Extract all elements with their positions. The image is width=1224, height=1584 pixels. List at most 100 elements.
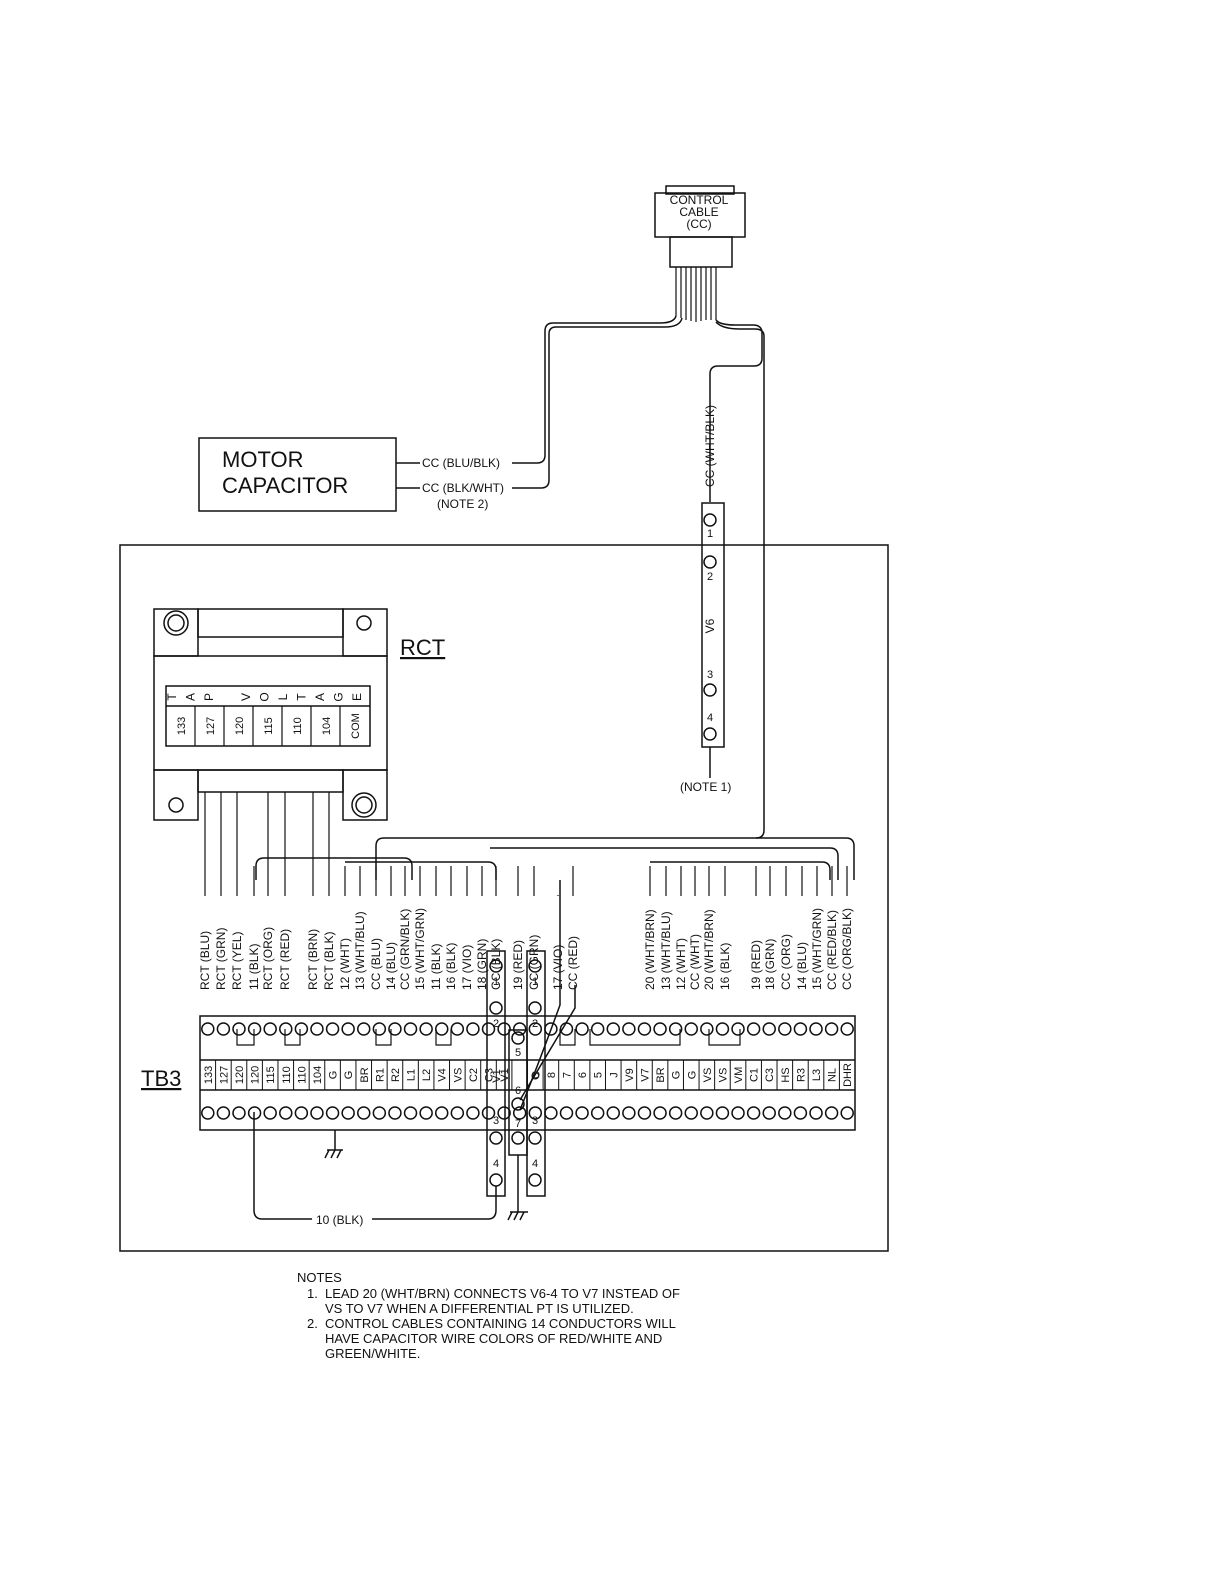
tb3-terminal-label: VS <box>452 1068 464 1083</box>
tb3-terminal-label: VM <box>733 1067 745 1084</box>
tb3-terminal-label: G <box>343 1071 355 1080</box>
wire-label: CC (BLU) <box>369 938 383 990</box>
rct-label: RCT <box>400 635 445 660</box>
v1-term-1: 1 <box>493 976 499 988</box>
wire-label: CC (ORG) <box>779 934 793 990</box>
wire-label: 18 (GRN) <box>763 939 777 990</box>
tb3-terminal-label: J <box>608 1072 620 1078</box>
rct-header-letter: T <box>165 693 179 701</box>
wire-label: 13 (WHT/BLU) <box>659 911 673 990</box>
tb3-terminal-label: NL <box>827 1068 839 1082</box>
wire-label: 12 (WHT) <box>674 938 688 990</box>
tb3-screw-top <box>840 1022 854 1036</box>
wire-label: CC (GRN) <box>527 935 541 990</box>
tb3-screw-top <box>700 1022 714 1036</box>
tb3-screw-bottom <box>310 1106 324 1120</box>
tb3-screw-bottom <box>544 1106 558 1120</box>
tb3-terminal-label: 5 <box>593 1072 605 1078</box>
tb3-label: TB3 <box>141 1066 181 1091</box>
tb3-screw-bottom <box>762 1106 776 1120</box>
tb3-screw-bottom <box>497 1106 511 1120</box>
tb3-screw-bottom <box>512 1106 527 1120</box>
tb3-terminal-label: L2 <box>421 1069 433 1081</box>
tb3-terminal-label: 127 <box>218 1066 230 1084</box>
wire-label: RCT (RED) <box>278 929 292 990</box>
tb3-screw-top <box>528 1022 543 1036</box>
rct-tap: 110 <box>292 717 304 735</box>
tb3-terminal-label: C3 <box>484 1068 496 1082</box>
tb3-screw-bottom <box>481 1106 496 1120</box>
tb3-screw-top <box>637 1022 652 1036</box>
v6-term-2: 2 <box>707 571 713 583</box>
tb3-terminal-label: 120 <box>234 1066 246 1084</box>
tb3-screw-bottom <box>341 1106 355 1120</box>
tb3-jumper <box>708 1029 741 1046</box>
tb3-terminal-label: L3 <box>811 1069 823 1081</box>
note-1-num: 1. <box>307 1286 318 1301</box>
tb3-screw-top <box>279 1022 293 1036</box>
tb3-screw-top <box>434 1022 449 1036</box>
tb3-jumper <box>284 1029 301 1046</box>
wire-label: CC (BLK) <box>489 939 503 990</box>
tb3-screw-bottom <box>403 1106 418 1120</box>
tb3-screw-bottom <box>793 1106 808 1120</box>
wire-label: 18 (GRN) <box>475 939 489 990</box>
tb3-screw-top <box>575 1022 589 1036</box>
tb3-screw-bottom <box>809 1106 823 1120</box>
tb3-screw-bottom <box>357 1106 371 1120</box>
tb3-terminal-label: V4 <box>437 1068 449 1081</box>
wire-label: 20 (WHT/BRN) <box>702 909 716 990</box>
tb3-screw-bottom <box>778 1106 792 1120</box>
wire-label: 19 (RED) <box>511 940 525 990</box>
mid-term-7: 7 <box>515 1118 521 1130</box>
c-label: C <box>530 1072 542 1080</box>
tb3-terminal-label: 7 <box>561 1072 573 1078</box>
tb3-screw-top <box>762 1022 776 1036</box>
wire-label: CC (ORG/BLK) <box>840 908 854 990</box>
rct-header-letter: A <box>313 693 327 701</box>
cap-wire-blk-wht: CC (BLK/WHT) <box>422 481 504 495</box>
tb3-screw-bottom <box>232 1106 246 1120</box>
tb3-screw-top <box>497 1022 511 1036</box>
tb3-screw-top <box>668 1022 683 1036</box>
wire-label: CC (WHT) <box>688 934 702 990</box>
wire-label: 19 (RED) <box>749 940 763 990</box>
tb3-screw-bottom <box>684 1106 698 1120</box>
wire-label: RCT (BLU) <box>198 931 212 990</box>
control-cable-line1: CONTROL <box>670 193 729 207</box>
wire-label: 14 (BLU) <box>384 942 398 990</box>
tb3-screw-top <box>606 1022 621 1036</box>
tb3-screw-top <box>310 1022 324 1036</box>
tb3-screw-top <box>216 1022 231 1036</box>
v6-term-1: 1 <box>707 528 713 540</box>
v1-term-2: 2 <box>493 1018 499 1030</box>
wire-label: CC (RED/BLK) <box>825 910 839 990</box>
note-1-line-2: VS TO V7 WHEN A DIFFERENTIAL PT IS UTILI… <box>325 1301 634 1316</box>
wire-label: CC (RED) <box>566 936 580 990</box>
c-term-3: 3 <box>532 1115 538 1127</box>
note-1: 1. LEAD 20 (WHT/BRN) CONNECTS V6-4 TO V7… <box>307 1286 817 1316</box>
tb3-terminal-label: V1 <box>499 1068 511 1081</box>
motor-capacitor-line2: CAPACITOR <box>222 473 348 498</box>
tb3-screw-bottom <box>824 1106 839 1120</box>
tb3-screw-bottom <box>559 1106 574 1120</box>
tb3-screw-top <box>357 1022 371 1036</box>
wire-label: RCT (BRN) <box>306 929 320 990</box>
tb3-terminal-label: C3 <box>764 1068 776 1082</box>
rct-header-letter: A <box>184 693 198 701</box>
tb3-screw-bottom <box>466 1106 480 1120</box>
tb3-terminal-label: G <box>671 1071 683 1080</box>
tb3-screw-top <box>419 1022 433 1036</box>
tb3-screw-top <box>793 1022 808 1036</box>
wire-label: 14 (BLU) <box>795 942 809 990</box>
notes: NOTES 1. LEAD 20 (WHT/BRN) CONNECTS V6-4… <box>297 1270 817 1361</box>
tb3-terminal-label: 115 <box>265 1066 277 1084</box>
rct-header-letter: G <box>332 692 346 701</box>
control-cable-line3: (CC) <box>686 217 711 231</box>
v6-label: V6 <box>703 618 717 633</box>
tb3-screw-top <box>466 1022 480 1036</box>
tb3-terminal-label: 8 <box>546 1072 558 1078</box>
tb3-terminal-label: 104 <box>312 1066 324 1084</box>
tb3-screw-top <box>450 1022 465 1036</box>
